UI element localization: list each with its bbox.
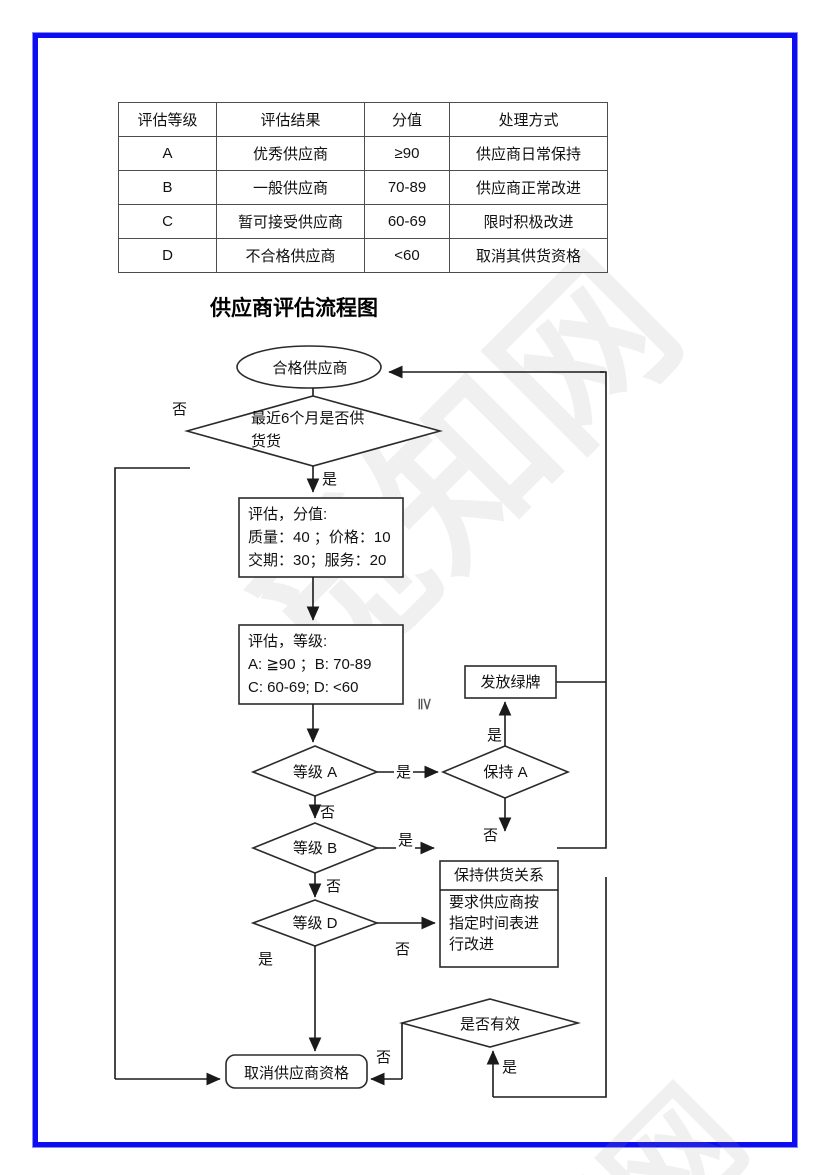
no-label-grade-a: 否	[320, 804, 336, 821]
yes-label-grade-a: 是	[394, 761, 414, 782]
keep-supply-title: 保持供货关系	[453, 867, 544, 884]
flowchart-title: 供应商评估流程图	[210, 297, 378, 320]
yes-label-keep-a: 是	[485, 724, 505, 745]
no-label-supply: 否	[172, 401, 188, 418]
grade-box-label: 评估，等级: A: ≧90 ；B: 70-89 C: 60-69; D: <60	[248, 633, 372, 696]
effective-loop-line	[493, 877, 607, 1098]
no-label-effective: 否	[374, 1046, 394, 1067]
cell: ≥90	[364, 136, 450, 171]
table-row: B 一般供应商 70-89 供应商正常改进	[118, 170, 608, 205]
table-header-row: 评估等级 评估结果 分值 处理方式	[118, 102, 608, 137]
grade-b-label: 等级 B	[292, 840, 338, 857]
rotated-geq-symbol: ≧	[416, 696, 436, 712]
cancel-label: 取消供应商资格	[243, 1065, 349, 1082]
q-supply-label: 最近6个月是否供 货货	[251, 407, 421, 453]
yes-label-supply: 是	[322, 471, 338, 488]
yes-label-grade-d: 是	[258, 951, 274, 968]
table-row: A 优秀供应商 ≥90 供应商日常保持	[118, 136, 608, 171]
grade-d-label: 等级 D	[292, 915, 338, 932]
no-label-grade-d: 否	[395, 941, 411, 958]
keep-supply-body: 要求供应商按 指定时间表进 行改进	[449, 894, 540, 953]
left-no-line	[114, 467, 190, 1079]
cell: 供应商日常保持	[449, 136, 608, 171]
keep-a-label: 保持 A	[483, 764, 528, 781]
start-label: 合格供应商	[272, 360, 348, 377]
cancel-rect	[225, 1054, 368, 1089]
cell: 60-69	[364, 204, 450, 239]
cell: 一般供应商	[216, 170, 365, 205]
evaluation-table: 评估等级 评估结果 分值 处理方式 A 优秀供应商 ≥90 供应商日常保持 B …	[118, 102, 608, 273]
no-label-keep-a: 否	[483, 827, 499, 844]
yes-label-grade-b: 是	[396, 829, 416, 850]
cell: B	[118, 170, 217, 205]
cell: C	[118, 204, 217, 239]
effective-label: 是否有效	[459, 1016, 520, 1033]
effective-diamond	[398, 998, 582, 1048]
green-card-label: 发放绿牌	[480, 674, 541, 691]
grade-box-rect	[238, 624, 404, 705]
q-supply-line2: 货货	[251, 433, 282, 450]
cell: 供应商正常改进	[449, 170, 608, 205]
q-supply-line1: 最近6个月是否供	[251, 410, 365, 427]
grade-a-label: 等级 A	[292, 764, 338, 781]
yes-label-effective: 是	[502, 1059, 518, 1076]
page-border	[33, 33, 797, 1147]
score-box-rect	[238, 497, 404, 578]
table-row: C 暂可接受供应商 60-69 限时积极改进	[118, 204, 608, 239]
cell: <60	[364, 238, 450, 273]
cell: 暂可接受供应商	[216, 204, 365, 239]
cell: 不合格供应商	[216, 238, 365, 273]
cell: D	[118, 238, 217, 273]
score-box-label: 评估，分值: 质量：40 ；价格：10 交期：30；服务：20	[248, 506, 391, 569]
table-row: D 不合格供应商 <60 取消其供货资格	[118, 238, 608, 273]
green-card-rect	[464, 665, 557, 699]
header-cell: 评估结果	[216, 102, 365, 137]
cell: 取消其供货资格	[449, 238, 608, 273]
keep-supply-rect	[439, 860, 559, 968]
start-ellipse	[236, 345, 382, 389]
no-label-grade-b: 否	[326, 878, 342, 895]
